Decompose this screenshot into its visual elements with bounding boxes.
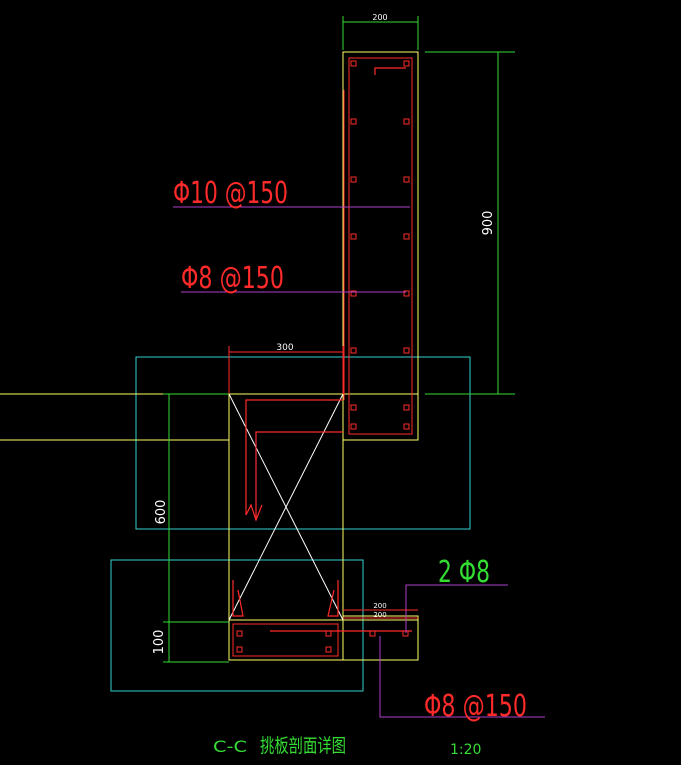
dim-ledge <box>343 609 418 619</box>
wall-stirrup <box>348 57 413 435</box>
leader-ledge-stirrup <box>379 636 545 718</box>
wall-hook <box>374 67 406 75</box>
beam-mid-bar <box>255 431 343 520</box>
dim-beam-height <box>163 393 229 623</box>
ledge-rebar-dots <box>236 630 409 653</box>
leader-ledge-bars <box>405 584 508 633</box>
dim-beam-height-text: 600 <box>154 500 169 525</box>
beam-hook <box>245 503 263 522</box>
dim-bottom <box>163 622 229 663</box>
upper-cyan-box <box>135 356 471 530</box>
dim-ledge-text-b: 200 <box>373 611 386 619</box>
rebar-label-ledge-stirrup: Φ8 @150 <box>424 689 527 724</box>
wall-rebar-dots <box>350 60 410 430</box>
dim-ledge-text-a: 200 <box>373 602 386 610</box>
beam-top-bar <box>245 399 343 515</box>
beam-bottom-right <box>327 580 339 617</box>
rebar-label-ledge-bars: 2 Φ8 <box>438 555 490 590</box>
beam-outline <box>228 393 344 661</box>
wall-outline <box>342 51 419 441</box>
dim-wall-height-text: 900 <box>481 211 496 236</box>
beam-bottom-left <box>232 580 244 617</box>
dim-beam-width <box>228 346 344 394</box>
title-name: 挑板剖面详图 <box>260 735 346 757</box>
dim-top <box>342 16 419 50</box>
ledge-stirrup <box>232 623 339 657</box>
rebar-label-vertical: Φ8 @150 <box>181 261 284 296</box>
rebar-label-horizontal: Φ10 @150 <box>173 176 288 211</box>
dim-wall-height <box>425 51 515 395</box>
dim-bottom-text: 100 <box>152 630 167 655</box>
lower-cyan-box <box>110 559 364 692</box>
dim-beam-width-text: 300 <box>276 343 293 353</box>
title-scale: 1:20 <box>450 742 481 758</box>
title-section: C-C <box>213 737 247 756</box>
dim-top-text: 200 <box>372 13 387 22</box>
